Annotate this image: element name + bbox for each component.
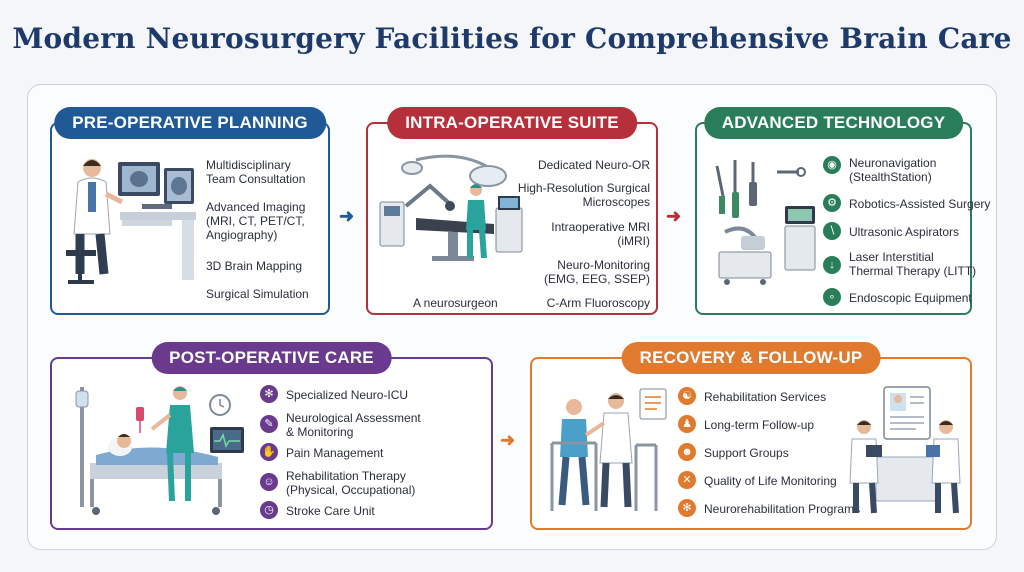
person-icon: ♟: [678, 415, 696, 433]
arrow-post-to-recovery: ➜: [500, 430, 516, 450]
advanced-technology-card: ADVANCED TECHNOLOGY ◉Neuronavigation (St…: [695, 107, 990, 315]
intra-item-microscopes: High-Resolution Surgical Microscopes: [517, 181, 650, 209]
group-icon: ☻: [678, 443, 696, 461]
post-operative-title: POST-OPERATIVE CARE: [151, 342, 392, 374]
pre-operative-title: PRE-OPERATIVE PLANNING: [54, 107, 326, 139]
laser-icon: ↓: [823, 256, 841, 274]
arrow-intra-to-tech: ➜: [666, 206, 682, 226]
robot-icon: ⚙: [823, 194, 841, 212]
tools-icon: ✕: [678, 471, 696, 489]
walking-icon: ☯: [678, 387, 696, 405]
hand-icon: ✋: [260, 443, 278, 461]
intra-item-neuro-or: Dedicated Neuro-OR: [537, 158, 650, 172]
doctor-at-workstation-illustration: [66, 159, 196, 284]
rehab-walking-illustration: [550, 388, 667, 511]
pre-operative-card: PRE-OPERATIVE PLANNING Multidisciplinary…: [50, 107, 330, 315]
page-title: Modern Neurosurgery Facilities for Compr…: [12, 22, 1012, 55]
pre-item-advanced-imaging: Advanced Imaging (MRI, CT, PET/CT, Angio…: [206, 200, 306, 242]
doctors-consultation-illustration: [849, 386, 961, 514]
operating-room-illustration: [379, 154, 523, 261]
intra-item-imri: Intraoperative MRI (iMRI): [551, 220, 650, 248]
icu-patient-illustration: [75, 386, 244, 515]
intra-item-neuro-monitoring: Neuro-Monitoring (EMG, EEG, SSEP): [543, 258, 650, 286]
arrow-pre-to-intra: ➜: [339, 206, 355, 226]
brain-icon: ✻: [260, 385, 278, 403]
pre-item-surgical-simulation: Surgical Simulation: [206, 287, 309, 301]
pre-item-team-consultation: Multidisciplinary Team Consultation: [206, 158, 306, 186]
intra-operative-title: INTRA-OPERATIVE SUITE: [387, 107, 637, 139]
post-operative-card: POST-OPERATIVE CARE ✻Specialized Neuro-I…: [50, 342, 493, 530]
recovery-card: RECOVERY & FOLLOW-UP ☯Rehabilitation Ser…: [530, 342, 972, 530]
pre-item-3d-brain-mapping: 3D Brain Mapping: [206, 259, 303, 273]
intra-operative-card: INTRA-OPERATIVE SUITE Dedicated Neuro-OR…: [366, 107, 658, 315]
advanced-technology-title: ADVANCED TECHNOLOGY: [703, 107, 964, 139]
recovery-title: RECOVERY & FOLLOW-UP: [621, 342, 881, 374]
aspirator-icon: ∖: [823, 222, 841, 240]
intra-item-c-arm: C-Arm Fluoroscopy: [546, 296, 650, 310]
surgical-instruments-illustration: [715, 160, 816, 285]
rehab-icon: ☺: [260, 473, 278, 491]
navigation-icon: ◉: [823, 156, 841, 174]
brain-icon: ✻: [678, 499, 696, 517]
clock-icon: ◷: [260, 501, 278, 519]
endoscope-icon: ∘: [823, 288, 841, 306]
intra-caption: A neurosurgeon: [413, 296, 498, 310]
assessment-icon: ✎: [260, 415, 278, 433]
